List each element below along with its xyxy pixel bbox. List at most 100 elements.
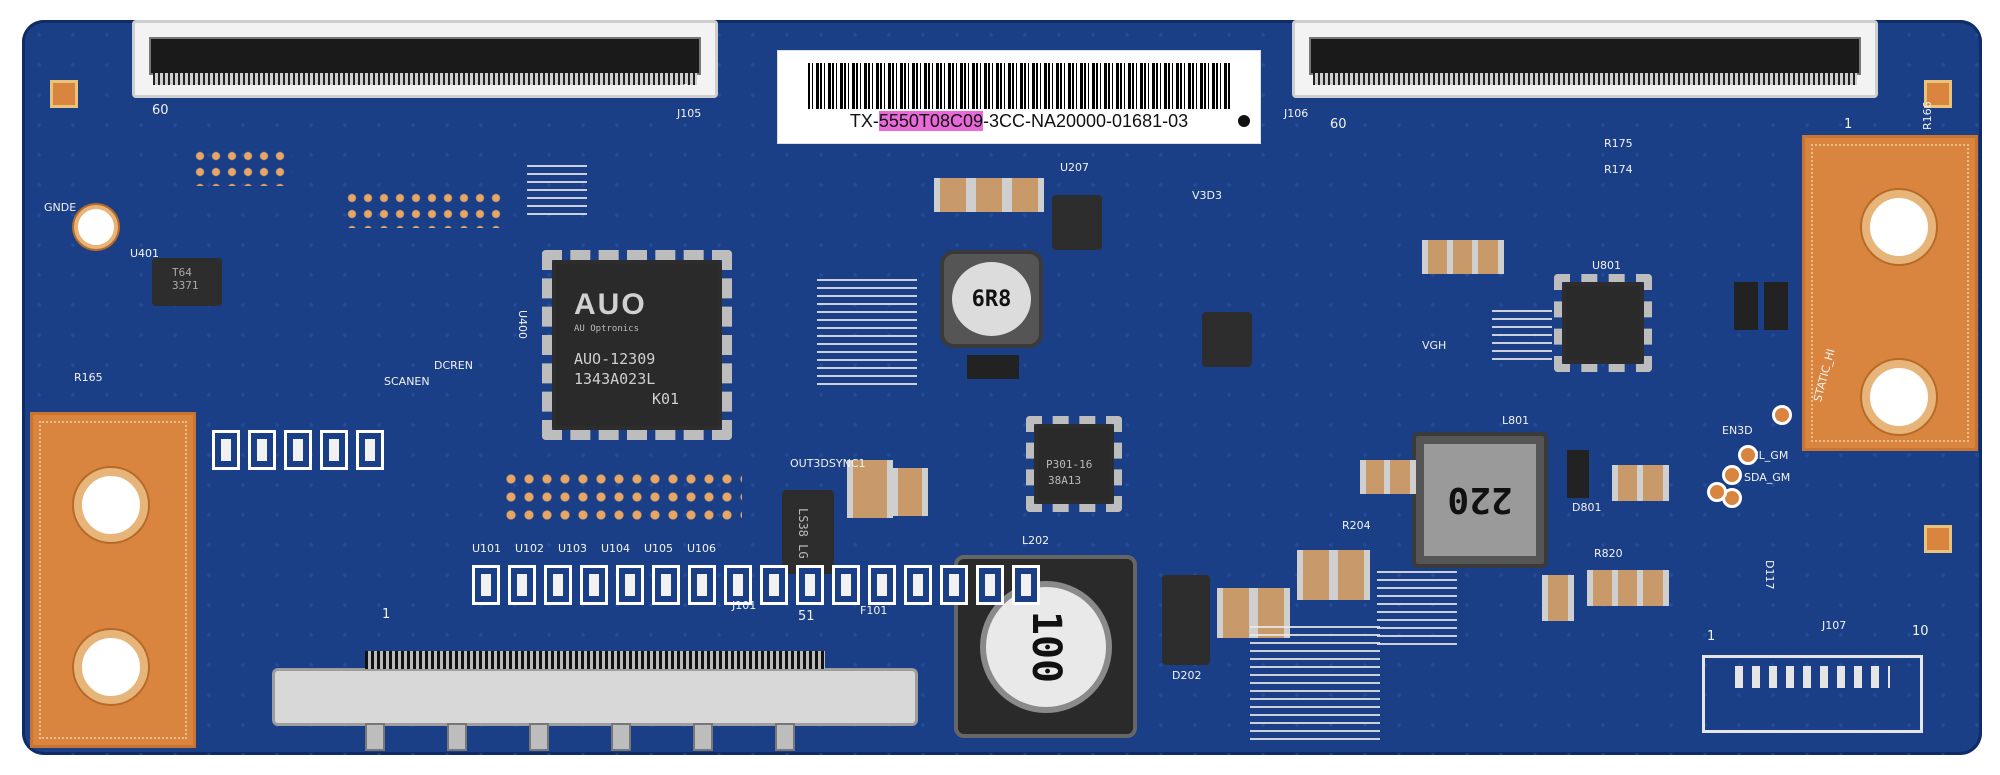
l801-inductor: 220 xyxy=(1412,432,1548,568)
main-chip-pins xyxy=(542,250,732,440)
silk-u207: U207 xyxy=(1060,161,1090,174)
silk-r204: R204 xyxy=(1342,519,1371,532)
test-pad-array-1 xyxy=(192,148,292,186)
d803-diode xyxy=(1764,282,1788,330)
silk-j106: J106 xyxy=(1284,107,1309,120)
j101-tab-3 xyxy=(529,723,549,751)
j107-connector xyxy=(1702,655,1923,733)
power-chip-line2: 38A13 xyxy=(1048,474,1082,487)
silk-scanen: SCANEN xyxy=(384,375,430,388)
side-chip-marking: LS38 LG xyxy=(796,508,810,559)
cap-c822 xyxy=(1542,575,1574,621)
j107-pins xyxy=(1735,666,1890,688)
auo-main-chip: AUO AU Optronics AUO-12309 1343A023L K01 xyxy=(542,250,732,440)
l301-face: 6R8 xyxy=(952,262,1031,336)
silk-pin1-j107: 1 xyxy=(1707,629,1716,644)
left-mounting-hole-1 xyxy=(74,468,148,542)
q201-chip xyxy=(1202,312,1252,367)
silk-out3dsync: OUT3DSYNC1 xyxy=(790,457,866,470)
silk-j107: J107 xyxy=(1822,619,1847,632)
cap-c807 xyxy=(1637,465,1669,501)
silk-pin10: 10 xyxy=(1912,624,1929,639)
silk-u104: U104 xyxy=(601,542,631,555)
cap-c209 xyxy=(1006,178,1044,212)
j101-tab-4 xyxy=(611,723,631,751)
right-mounting-hole-1 xyxy=(1862,190,1936,264)
silk-pin60-left: 60 xyxy=(152,103,169,118)
u207-chip xyxy=(1052,195,1102,250)
power-chip-pins xyxy=(1026,416,1122,512)
silk-block-1 xyxy=(817,275,917,385)
silk-vgh: VGH xyxy=(1422,339,1447,352)
left-mounting-hole-2 xyxy=(74,630,148,704)
silk-en3d: EN3D xyxy=(1722,424,1753,437)
main-chip-brand: AU Optronics xyxy=(574,324,640,334)
right-mounting-copper xyxy=(1802,135,1978,451)
d202-chip xyxy=(1162,575,1210,665)
power-chip-body xyxy=(1038,428,1110,500)
test-point-en3d xyxy=(1738,445,1758,465)
silk-d202: D202 xyxy=(1172,669,1202,682)
label-dot xyxy=(1238,115,1250,127)
silk-u400: U400 xyxy=(516,310,529,340)
silk-pin1-left: 1 xyxy=(682,83,691,98)
silk-d117: D117 xyxy=(1763,560,1776,590)
silk-block-2 xyxy=(1250,620,1380,740)
main-chip-rev: K01 xyxy=(652,390,680,408)
j101-tab-2 xyxy=(447,723,467,751)
j106-connector xyxy=(1292,20,1878,98)
main-chip-logo: AUO xyxy=(574,288,647,321)
test-point-scl xyxy=(1722,465,1742,485)
label-prefix: TX- xyxy=(849,111,879,131)
test-pad-array-3 xyxy=(502,470,742,522)
barcode-label: TX-5550T08C09-3CC-NA20000-01681-03 xyxy=(777,50,1261,144)
silk-dcren: DCREN xyxy=(434,359,473,372)
silk-r820: R820 xyxy=(1594,547,1623,560)
test-pad-array-2 xyxy=(344,190,504,228)
silk-u401: U401 xyxy=(130,247,160,260)
corner-pad-top-left xyxy=(50,80,78,108)
cap-c627 xyxy=(1637,570,1669,606)
silk-block-5 xyxy=(1492,310,1552,360)
silk-block-3 xyxy=(1377,565,1457,645)
j101-tab-5 xyxy=(693,723,713,751)
corner-pad-right xyxy=(1924,525,1952,553)
j101-connector xyxy=(272,651,918,751)
silk-r165: R165 xyxy=(74,371,103,384)
silk-u102: U102 xyxy=(515,542,545,555)
cap-c809 xyxy=(1472,240,1504,274)
d802-diode xyxy=(1734,282,1758,330)
right-mounting-hole-2 xyxy=(1862,360,1936,434)
power-chip-line1: P301-16 xyxy=(1046,458,1093,471)
cap-c122 xyxy=(847,460,893,518)
u801-body xyxy=(1566,286,1640,360)
silk-f101: F101 xyxy=(860,604,888,617)
l202-inductor: 100 xyxy=(954,555,1137,738)
l301-inductor: 6R8 xyxy=(940,250,1043,348)
silk-j101: J101 xyxy=(732,599,757,612)
d801-diode xyxy=(1567,450,1589,498)
label-suffix: -3CC-NA20000-01681-03 xyxy=(982,111,1189,131)
cap-c207 xyxy=(970,178,1008,212)
silk-pin1-bottom: 1 xyxy=(382,607,391,622)
label-highlight: 5550T08C09 xyxy=(878,111,983,131)
silk-l801: L801 xyxy=(1502,414,1530,427)
silk-pin1-right: 1 xyxy=(1844,117,1853,132)
silk-sda-gm: SDA_GM xyxy=(1744,471,1791,484)
label-text: TX-5550T08C09-3CC-NA20000-01681-03 xyxy=(778,111,1260,132)
main-chip-body xyxy=(556,264,718,426)
silk-gnde: GNDE xyxy=(44,201,77,214)
silk-scl-gm: SCL_GM xyxy=(1744,449,1789,462)
j106-slot xyxy=(1309,37,1861,75)
silk-l202: L202 xyxy=(1022,534,1050,547)
j101-teeth xyxy=(365,651,825,669)
silk-d801: D801 xyxy=(1572,501,1602,514)
barcode xyxy=(808,63,1230,109)
u801-chip xyxy=(1554,274,1652,372)
corner-pad-top-right xyxy=(1924,80,1952,108)
main-chip-code: 1343A023L xyxy=(574,370,656,388)
cap-c205 xyxy=(1332,550,1370,600)
silk-r175: R175 xyxy=(1604,137,1633,150)
